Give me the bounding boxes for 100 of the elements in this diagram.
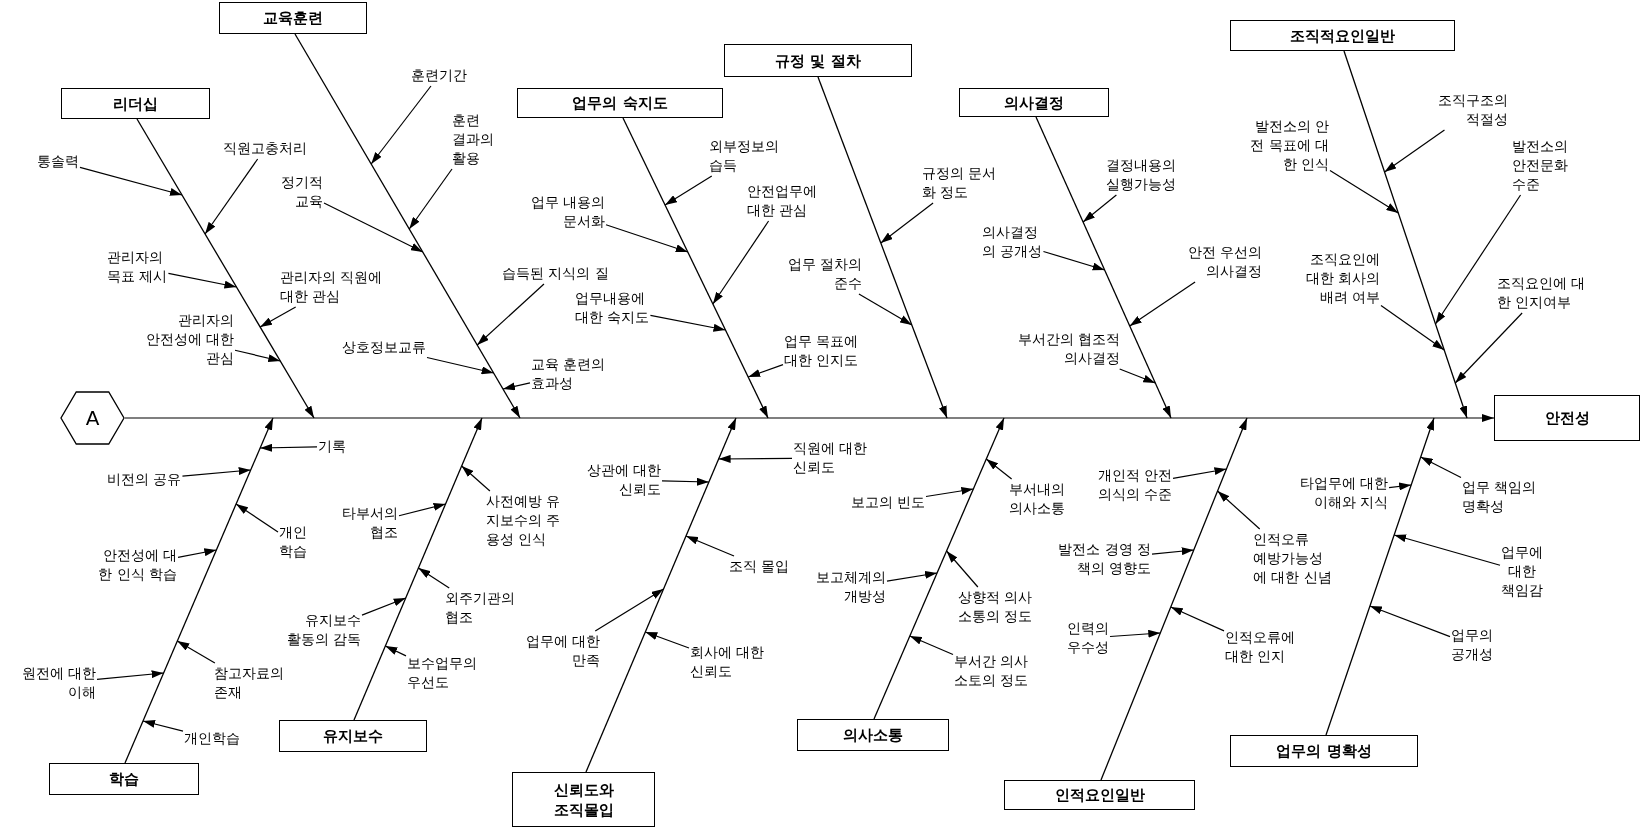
cause-label: 조직요인에 대 한 인지여부 [1497,274,1586,312]
cause-label: 습득된 지식의 질 [502,264,609,283]
cause-label: 부서내의 의사소통 [1009,480,1065,518]
arrow [176,640,216,664]
cause-label: 조직요인에 대한 회사의 배려 여부 [1305,250,1380,307]
cause-label: 안전업무에 대한 관심 [747,182,817,220]
cause-label: 관리자의 안전성에 대한 관심 [145,311,234,368]
cause-label: 상관에 대한 신뢰도 [586,461,661,499]
cause-label: 기록 [318,437,346,456]
category-box: 조직적요인일반 [1230,20,1455,51]
cause-label: 유지보수 활동의 감독 [286,611,361,649]
arrow [417,567,450,589]
arrow [234,349,281,363]
cause-label: 발전소 경영 정 책의 영향도 [1058,540,1151,578]
cause-label: 부서간의 협조적 의사결정 [1017,330,1120,368]
cause-label: 보고의 빈도 [850,493,925,512]
arrow [1109,629,1161,638]
cause-label: 업무 내용의 문서화 [530,193,605,231]
arrow [685,535,735,557]
cause-label: 보고체계의 개방성 [816,568,886,606]
cause-label: 회사에 대한 신뢰도 [690,643,765,681]
arrow [925,486,974,498]
cause-label: 업무 절차의 준수 [787,255,862,293]
arrow [235,503,279,533]
cause-label: 타부서의 협조 [342,504,398,542]
arrow [909,635,954,656]
category-box: 업무의 명확성 [1230,735,1418,767]
arrow [880,202,934,244]
arrow [1042,250,1106,271]
cause-label: 직원에 대한 신뢰도 [793,439,868,477]
spine-arrow [124,414,1495,422]
arrow [945,550,979,588]
arrow [1129,281,1196,327]
cause-label: 개인적 안전 의식의 수준 [1097,466,1172,504]
arrow [1170,606,1225,632]
arrow [712,220,770,305]
cause-label: 업무 책임의 명확성 [1462,478,1537,516]
cause-label: 규정의 문서 화 정도 [922,164,997,202]
cause-label: 인적오류 예방가능성 에 대한 신념 [1253,530,1332,587]
cause-label: 외부정보의 습득 [709,137,779,175]
cause-label: 안전 우선의 의사결정 [1187,243,1262,281]
category-box: 신뢰도와 조직몰입 [512,772,655,827]
category-box: 유지보수 [279,720,427,752]
category-box: 리더십 [61,88,210,119]
arrow [398,503,447,517]
cause-label: 업무의 공개성 [1451,626,1493,664]
arrow [1119,368,1156,384]
category-box: 인적요인일반 [1004,780,1195,810]
arrow [177,548,217,558]
arrow [605,224,689,253]
category-box: 규정 및 절차 [724,44,912,77]
cause-label: 조직구조의 적절성 [1438,91,1508,129]
category-box: 의사결정 [959,88,1109,117]
cause-label: 훈련 결과의 활용 [452,111,494,168]
arrow [1388,482,1412,491]
cause-label: 의사결정 의 공개성 [982,223,1043,261]
arrow [1369,605,1451,638]
arrow [323,202,424,253]
arrow [718,454,793,463]
cause-label: 통솔력 [37,152,79,171]
arrow [1082,194,1117,223]
arrow [204,158,259,235]
category-box: 업무의 숙지도 [517,88,723,118]
arrow [1216,490,1261,530]
arrow [79,166,183,196]
effect-box: 안전성 [1494,395,1640,441]
cause-label: 참고자료의 존재 [214,664,284,702]
cause-label: 결정내용의 실행가능성 [1106,156,1176,194]
cause-label: 외주기관의 협조 [445,589,515,627]
cause-label: 인적오류에 대한 인지 [1225,628,1295,666]
arrow [1329,170,1399,214]
cause-label: 타업무에 대한 이해와 지식 [1299,474,1388,512]
arrow [426,356,495,375]
cause-label: 안전성에 대 한 인식 학습 [98,546,177,584]
arrow [1434,194,1522,325]
arrow [661,477,710,486]
arrow [858,293,913,326]
arrow [1151,547,1195,556]
arrow [594,588,665,632]
arrow [408,168,453,230]
cause-label: 훈련기간 [411,66,467,85]
cause-label: 개인학습 [184,729,240,748]
arrow [259,443,318,452]
cause-label: 사전예방 유 지보수의 주 용성 인식 [486,492,561,549]
cause-label: 인력의 우수성 [1067,619,1109,657]
arrow [461,465,491,492]
arrow [664,175,713,206]
arrow [361,597,407,616]
cause-label: 상향적 의사 소통의 정도 [958,588,1033,626]
cause-label: 조직 몰입 [729,557,790,576]
arrow [181,467,252,477]
start-hexagon: A [60,391,125,445]
arrow [644,631,690,649]
arrow [502,382,531,391]
arrow [384,645,407,657]
arrow [649,314,727,332]
category-box: 교육훈련 [219,2,367,34]
cause-label: 정기적 교육 [281,173,323,211]
cause-label: 발전소의 안전문화 수준 [1512,137,1568,194]
cause-label: 교육 훈련의 효과성 [531,355,606,393]
